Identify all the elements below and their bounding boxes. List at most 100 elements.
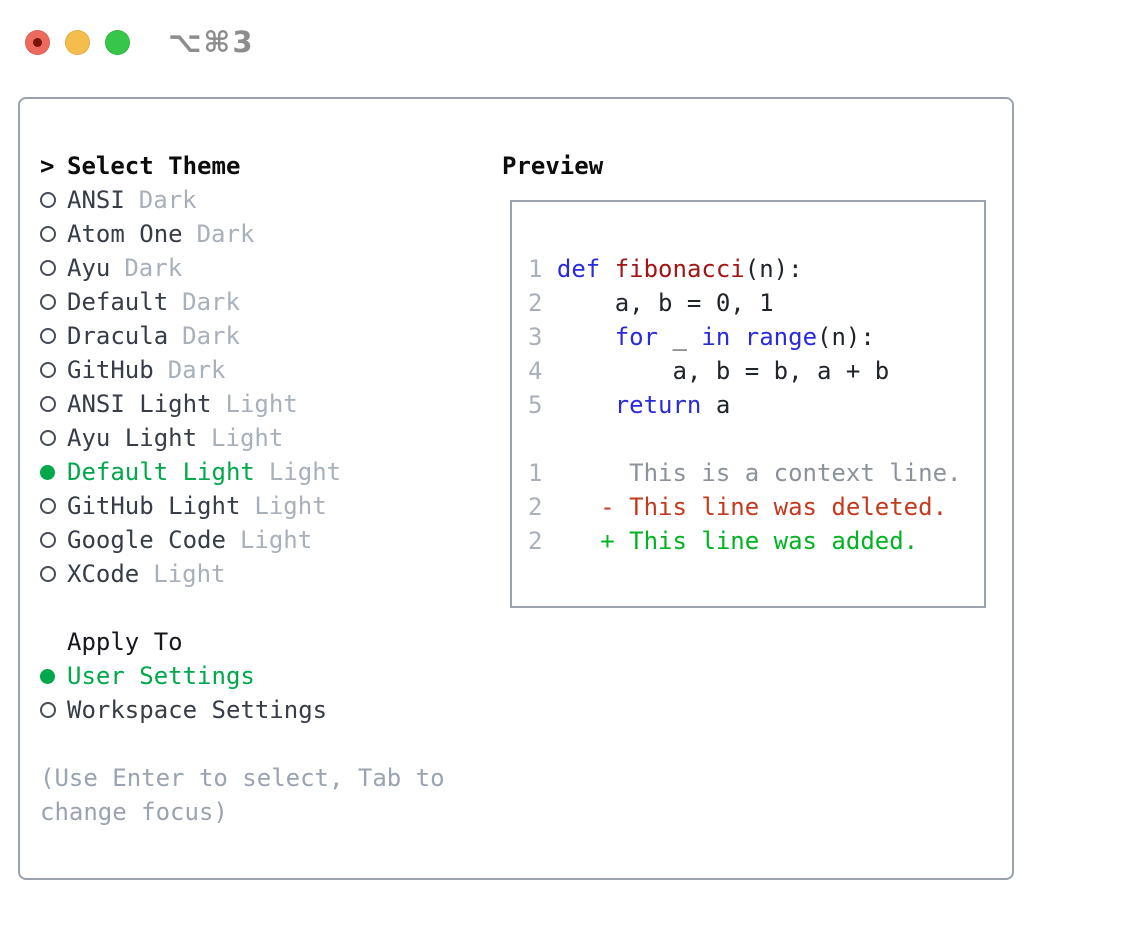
option-label: GitHub Light: [67, 492, 241, 520]
option-label: ANSI: [67, 186, 125, 214]
option-label: Ayu Light: [67, 424, 198, 452]
option-label: Dracula: [67, 322, 169, 350]
minimize-button[interactable]: [65, 29, 90, 55]
code-token: _: [658, 323, 702, 351]
code-token: return: [614, 391, 702, 419]
option-label: Ayu: [67, 254, 111, 282]
option-label: GitHub: [67, 356, 154, 384]
theme-variant-label: Light: [254, 492, 327, 520]
theme-option-github-light[interactable]: GitHub Light Light: [40, 489, 490, 523]
select-theme-header: > Select Theme: [40, 149, 490, 183]
code-token: range: [744, 323, 818, 351]
code-token: [557, 323, 615, 351]
theme-option-default-light[interactable]: Default Light Light: [40, 455, 490, 489]
code-line: 1 This is a context line.: [528, 456, 984, 490]
code-token: [600, 255, 614, 283]
radio-icon: [40, 226, 67, 242]
theme-option-dracula[interactable]: Dracula Dark: [40, 319, 490, 353]
window-title: ⌥⌘3: [168, 25, 255, 59]
code-token: [557, 391, 615, 419]
apply-option-user-settings[interactable]: User Settings: [40, 659, 490, 693]
radio-icon: [40, 362, 67, 378]
line-number: 2: [528, 493, 543, 521]
theme-option-ansi-light[interactable]: ANSI Light Light: [40, 387, 490, 421]
code-token: a, b = b, a + b: [556, 357, 890, 385]
radio-icon: [40, 260, 67, 276]
theme-variant-label: Dark: [182, 288, 240, 316]
select-theme-title: Select Theme: [67, 152, 241, 180]
radio-icon: [40, 396, 67, 412]
theme-variant-label: Dark: [167, 356, 226, 384]
theme-variant-label: Light: [268, 458, 342, 486]
code-line: 2 - This line was deleted.: [528, 490, 984, 524]
option-label: Atom One: [67, 220, 183, 248]
code-token: (n):: [817, 323, 875, 351]
code-token: in: [701, 323, 731, 351]
close-dot-icon: [33, 37, 42, 47]
theme-variant-label: Light: [225, 390, 298, 418]
line-number: 2: [528, 289, 543, 317]
radio-icon: [40, 328, 67, 344]
theme-variant-label: Light: [211, 424, 284, 452]
option-label: ANSI Light: [67, 390, 212, 418]
code-token: def: [556, 255, 601, 283]
radio-icon: [40, 566, 67, 582]
code-token: - This line was deleted.: [556, 493, 948, 521]
apply-option-workspace-settings[interactable]: Workspace Settings: [40, 693, 490, 727]
apply-to-header: Apply To: [40, 625, 490, 659]
apply-to-title: Apply To: [67, 628, 183, 656]
code-line: 3 for _ in range(n):: [528, 320, 984, 354]
line-number: 5: [528, 391, 543, 419]
zoom-button[interactable]: [105, 29, 130, 55]
cursor-prefix-icon: >: [40, 152, 55, 180]
hint-text-line1: (Use Enter to select, Tab to: [40, 764, 445, 792]
code-line: 2 a, b = 0, 1: [528, 286, 984, 320]
theme-variant-label: Dark: [182, 322, 240, 350]
theme-option-github[interactable]: GitHub Dark: [40, 353, 490, 387]
option-label: Google Code: [67, 526, 226, 554]
option-label: Workspace Settings: [67, 696, 328, 724]
theme-variant-label: Dark: [138, 186, 197, 214]
traffic-lights: [25, 29, 145, 55]
option-label: XCode: [67, 560, 140, 588]
theme-option-ansi[interactable]: ANSI Dark: [40, 183, 490, 217]
theme-variant-label: Light: [153, 560, 226, 588]
code-token: a, b = 0, 1: [556, 289, 774, 317]
code-token: fibonacci: [614, 255, 745, 283]
option-label: Default Light: [67, 458, 255, 486]
line-number: 1: [528, 459, 543, 487]
theme-option-default[interactable]: Default Dark: [40, 285, 490, 319]
radio-icon: [40, 294, 67, 310]
preview-title: Preview: [502, 152, 604, 180]
theme-option-xcode[interactable]: XCode Light: [40, 557, 490, 591]
line-number: 3: [528, 323, 543, 351]
code-token: This is a context line.: [556, 459, 962, 487]
theme-option-ayu-light[interactable]: Ayu Light Light: [40, 421, 490, 455]
close-button[interactable]: [25, 29, 50, 55]
theme-option-ayu[interactable]: Ayu Dark: [40, 251, 490, 285]
spacer-row: [40, 727, 490, 761]
code-token: for: [614, 323, 659, 351]
code-token: + This line was added.: [556, 527, 919, 555]
hint-text-line2: change focus): [40, 798, 228, 826]
radio-icon: [40, 702, 67, 718]
code-blank-line: [528, 422, 984, 456]
radio-selected-icon: [40, 464, 67, 480]
radio-icon: [40, 192, 67, 208]
code-line: 2 + This line was added.: [528, 524, 984, 558]
theme-variant-label: Dark: [124, 254, 183, 282]
code-line: 4 a, b = b, a + b: [528, 354, 984, 388]
option-label: Default: [67, 288, 169, 316]
code-line: 5 return a: [528, 388, 984, 422]
radio-selected-icon: [40, 668, 67, 684]
code-token: a: [701, 391, 731, 419]
option-label: User Settings: [67, 662, 255, 690]
